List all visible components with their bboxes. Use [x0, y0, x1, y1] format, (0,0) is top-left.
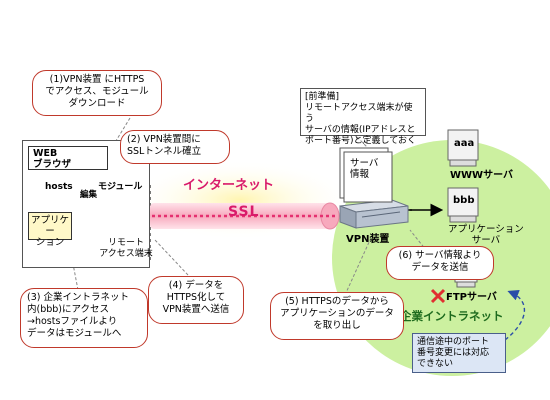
- port-change-note: 通信途中のポート 番号変更には対応 できない: [412, 333, 506, 373]
- blocked-x-icon: [430, 288, 446, 304]
- prep-note: [前準備] リモートアクセス端末が使う サーバの情報(IPアドレスと ポート番号…: [300, 88, 426, 146]
- server-name-app: アプリケーション サーバ: [448, 224, 524, 246]
- hosts-label: hosts: [45, 182, 73, 192]
- server-info-label: サーバ 情報: [350, 158, 379, 180]
- c5-connector: [344, 239, 371, 296]
- callout-3-access: (3) 企業イントラネット 内(bbb)にアクセス →hostsファイルより デ…: [20, 288, 148, 348]
- server-name-ftp: FTPサーバ: [446, 292, 497, 303]
- www-server-icon: [447, 129, 479, 167]
- note-pointer-arrow: [504, 289, 526, 341]
- callout-4-https: (4) データを HTTPS化して VPN装置へ送信: [148, 276, 244, 324]
- vpn-device-label: VPN装置: [346, 234, 390, 245]
- module-label: モジュール: [98, 182, 143, 192]
- server-tag-aaa: aaa: [454, 138, 475, 149]
- callout-5-extract: (5) HTTPSのデータから アプリケーションのデータ を取り出し: [270, 292, 404, 340]
- intranet-label: 企業イントラネット: [400, 309, 504, 323]
- internet-label: インターネット: [183, 178, 275, 193]
- tunnel-end: [320, 202, 340, 230]
- c4-connector: [154, 239, 189, 276]
- app-server-icon: [447, 187, 479, 223]
- server-name-www: WWWサーバ: [450, 170, 513, 181]
- ssl-label: SSL: [228, 204, 260, 220]
- edit-label: 編集: [80, 190, 98, 200]
- remote-terminal-label: リモート アクセス端末: [99, 238, 153, 259]
- vpn-device-icon: [339, 199, 409, 229]
- callout-6-send: (6) サーバ情報より データを送信: [386, 246, 494, 280]
- application-box[interactable]: アプリケー ション: [28, 212, 72, 248]
- callout-1-download: (1)VPN装置 にHTTPS でアクセス、モジュール ダウンロード: [32, 70, 162, 116]
- server-tag-bbb: bbb: [453, 195, 475, 206]
- server-info-doc: [339, 147, 393, 203]
- callout-2-tunnel: (2) VPN装置間に SSLトンネル確立: [120, 130, 230, 164]
- ssl-tunnel: [150, 203, 330, 229]
- web-browser-box[interactable]: WEB ブラウザ: [28, 146, 108, 170]
